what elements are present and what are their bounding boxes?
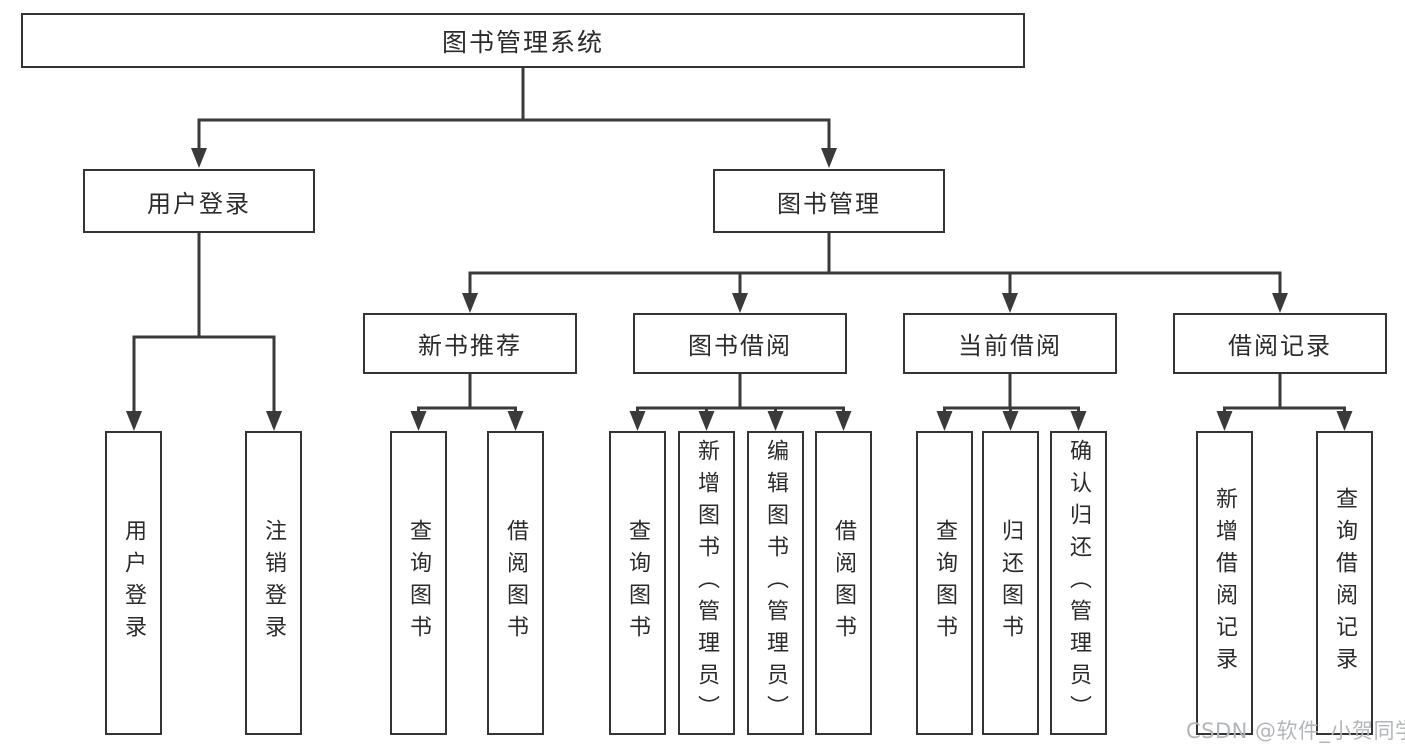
node-current-borrowing: 当前借阅 — [903, 313, 1117, 374]
node-book-borrowing: 图书借阅 — [633, 313, 847, 374]
node-book-management: 图书管理 — [713, 169, 945, 233]
leaf-label: 编辑图书（管理员） — [763, 439, 789, 727]
leaf-add-borrow-record: 新增借阅记录 — [1196, 431, 1253, 735]
leaf-label: 查询图书 — [932, 519, 958, 647]
leaf-borrow-books-borrowing: 借阅图书 — [815, 431, 872, 735]
leaf-label: 用户登录 — [121, 519, 147, 647]
node-library-management-system: 图书管理系统 — [21, 13, 1025, 68]
leaf-label: 借阅图书 — [503, 519, 529, 647]
leaf-user-login: 用户登录 — [105, 431, 162, 735]
leaf-label: 新增图书（管理员） — [694, 439, 720, 727]
leaf-label: 借阅图书 — [831, 519, 857, 647]
leaf-label: 新增借阅记录 — [1212, 487, 1238, 679]
leaf-label: 归还图书 — [998, 519, 1024, 647]
leaf-label: 注销登录 — [261, 519, 287, 647]
leaf-label: 查询图书 — [406, 519, 432, 647]
leaf-query-books-borrowing: 查询图书 — [609, 431, 666, 735]
leaf-query-books-current: 查询图书 — [916, 431, 973, 735]
node-user-login: 用户登录 — [83, 169, 315, 233]
leaf-add-books-admin: 新增图书（管理员） — [678, 431, 735, 735]
leaf-logout: 注销登录 — [245, 431, 302, 735]
node-new-book-recommendation: 新书推荐 — [363, 313, 577, 374]
leaf-query-books-recommend: 查询图书 — [390, 431, 447, 735]
leaf-borrow-books-recommend: 借阅图书 — [487, 431, 544, 735]
leaf-label: 查询借阅记录 — [1332, 487, 1358, 679]
leaf-return-books: 归还图书 — [982, 431, 1039, 735]
node-borrowing-records: 借阅记录 — [1173, 313, 1387, 374]
leaf-query-borrow-record: 查询借阅记录 — [1316, 431, 1373, 735]
csdn-watermark: CSDN @软件_小贺同学 — [1186, 719, 1405, 743]
leaf-edit-books-admin: 编辑图书（管理员） — [747, 431, 804, 735]
leaf-label: 确认归还（管理员） — [1066, 439, 1092, 727]
leaf-confirm-return-admin: 确认归还（管理员） — [1050, 431, 1107, 735]
leaf-label: 查询图书 — [625, 519, 651, 647]
